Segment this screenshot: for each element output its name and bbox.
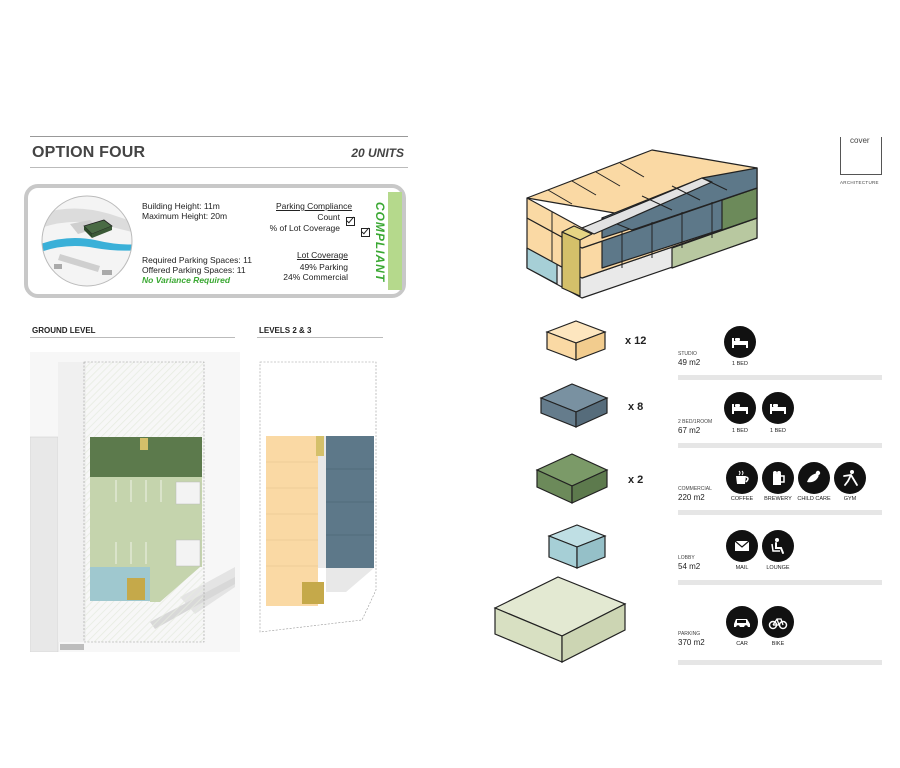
logo-box <box>840 137 882 175</box>
required-parking: Required Parking Spaces: 11 <box>142 255 252 265</box>
area-two-bed: 67 m2 <box>678 426 701 435</box>
icon-label: LOUNGE <box>766 565 790 571</box>
variance-note: No Variance Required <box>142 275 231 285</box>
beer-icon <box>762 462 794 494</box>
category-studio: STUDIO <box>678 351 697 357</box>
ground-level-plan <box>30 352 240 652</box>
count-check-icon <box>346 217 355 226</box>
building-height: Building Height: 11m <box>142 201 220 211</box>
category-lobby: LOBBY <box>678 555 695 561</box>
multiplier-two-bed: x 8 <box>628 401 644 413</box>
legend-block-two-bed <box>539 383 609 428</box>
page-title: OPTION FOUR <box>32 144 146 161</box>
area-commercial: 220 m2 <box>678 493 705 502</box>
isometric-building <box>526 149 758 299</box>
icon-label: GYM <box>843 496 857 502</box>
parking-lot-coverage-label: % of Lot Coverage <box>269 223 340 233</box>
bed-icon <box>724 392 756 424</box>
compliant-bar <box>388 192 402 290</box>
parking-count-label: Count <box>317 212 340 222</box>
icon-label: MAIL <box>735 565 749 571</box>
area-parking: 370 m2 <box>678 638 705 647</box>
icon-label: BIKE <box>771 641 785 647</box>
category-commercial: COMMERCIAL <box>678 486 712 492</box>
multiplier-studio: x 12 <box>625 335 647 347</box>
category-two-bed: 2 BED/1ROOM <box>678 419 713 425</box>
area-studio: 49 m2 <box>678 358 701 367</box>
legend-block-commercial <box>535 453 609 504</box>
icon-label: 1 BED <box>732 428 748 434</box>
mail-icon <box>726 530 758 562</box>
icon-label: 1 BED <box>770 428 786 434</box>
unit-count: 20 UNITS <box>351 146 404 160</box>
icon-label: COFFEE <box>730 496 754 502</box>
logo-subtitle: ARCHITECTURE <box>840 180 879 185</box>
bed-icon <box>724 326 756 358</box>
levels-label: LEVELS 2 & 3 <box>259 326 312 335</box>
legend-block-parking <box>493 576 627 663</box>
car-icon <box>726 606 758 638</box>
max-height: Maximum Height: 20m <box>142 211 228 221</box>
bed-icon <box>762 392 794 424</box>
lounge-icon <box>762 530 794 562</box>
ground-level-label: GROUND LEVEL <box>32 326 96 335</box>
parking-percent: 49% Parking <box>299 262 348 272</box>
logo-name: cover <box>850 136 870 145</box>
child-icon <box>798 462 830 494</box>
lot-coverage-title: Lot Coverage <box>296 250 348 260</box>
commercial-percent: 24% Commercial <box>283 272 348 282</box>
coffee-icon <box>726 462 758 494</box>
icon-label: BREWERY <box>764 496 792 502</box>
upper-level-plan <box>259 361 377 633</box>
legend-block-studio <box>545 320 607 361</box>
legend-block-lobby <box>547 524 607 569</box>
multiplier-commercial: x 2 <box>628 474 644 486</box>
icon-label: CAR <box>736 641 748 647</box>
offered-parking: Offered Parking Spaces: 11 <box>142 265 246 275</box>
compliance-status: COMPLIANT <box>373 201 387 283</box>
site-context-map <box>41 195 133 287</box>
coverage-check-icon <box>361 228 371 237</box>
summary-panel: Building Height: 11m Maximum Height: 20m… <box>24 184 406 298</box>
parking-compliance-title: Parking Compliance <box>276 201 353 211</box>
gym-icon <box>834 462 866 494</box>
icon-label: 1 BED <box>732 361 748 367</box>
bike-icon <box>762 606 794 638</box>
category-parking: PARKING <box>678 631 701 637</box>
icon-label: CHILD CARE <box>797 496 831 502</box>
area-lobby: 54 m2 <box>678 562 701 571</box>
